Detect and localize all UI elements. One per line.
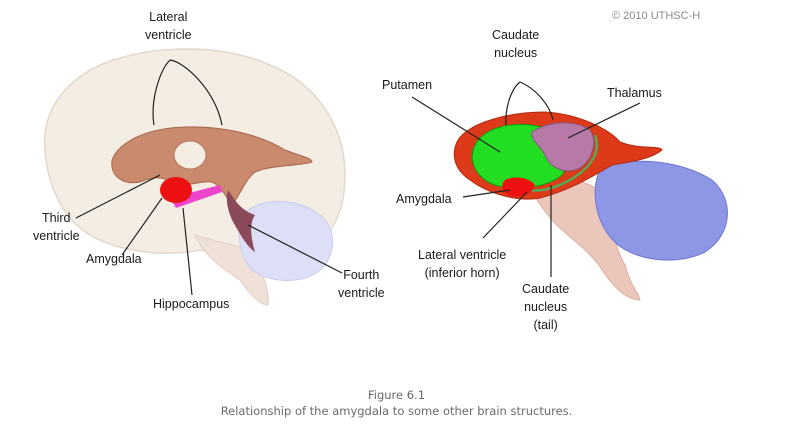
label-fourth-ventricle: Fourth ventricle xyxy=(338,266,385,302)
label-line: ventricle xyxy=(338,286,385,300)
label-caudate-nucleus: Caudate nucleus xyxy=(492,26,539,62)
label-line: nucleus xyxy=(524,300,568,314)
label-line: Lateral ventricle xyxy=(418,248,507,262)
label-line: Lateral xyxy=(149,10,188,24)
label-putamen: Putamen xyxy=(382,78,433,92)
left-brain-diagram xyxy=(43,48,346,306)
label-lateral-ventricle-inferior-horn: Lateral ventricle (inferior horn) xyxy=(418,246,506,282)
label-amygdala-right: Amygdala xyxy=(396,192,452,206)
label-thalamus: Thalamus xyxy=(607,86,662,100)
label-line: (inferior horn) xyxy=(424,266,500,280)
right-brain-diagram xyxy=(411,81,728,301)
label-line: Caudate xyxy=(492,28,540,42)
amygdala-shape-right xyxy=(502,177,535,197)
hippocampus-shape xyxy=(170,185,222,208)
cerebellum-right xyxy=(594,160,728,261)
label-caudate-nucleus-tail: Caudate nucleus (tail) xyxy=(522,280,569,334)
copyright-notice: © 2010 UTHSC-H xyxy=(612,10,701,22)
label-amygdala-left: Amygdala xyxy=(86,252,142,266)
figure-caption: Relationship of the amygdala to some oth… xyxy=(220,404,573,418)
label-line: ventricle xyxy=(33,229,80,243)
label-third-ventricle: Third ventricle xyxy=(33,209,80,245)
caudate-tail xyxy=(527,134,598,192)
label-line: Fourth xyxy=(343,268,380,282)
lateral-ventricle-shape xyxy=(111,126,313,206)
label-hippocampus: Hippocampus xyxy=(153,297,230,311)
figure-number: Figure 6.1 xyxy=(367,388,426,402)
thalamus-shape xyxy=(531,122,595,172)
label-line: nucleus xyxy=(494,46,538,60)
fourth-ventricle xyxy=(226,190,255,252)
label-line: Caudate xyxy=(522,282,570,296)
cerebellum xyxy=(238,200,333,281)
label-line: Third xyxy=(42,211,71,225)
amygdala-shape xyxy=(160,177,192,203)
label-line: (tail) xyxy=(533,318,558,332)
label-line: ventricle xyxy=(145,28,192,42)
label-lateral-ventricle: Lateral ventricle xyxy=(145,8,192,44)
